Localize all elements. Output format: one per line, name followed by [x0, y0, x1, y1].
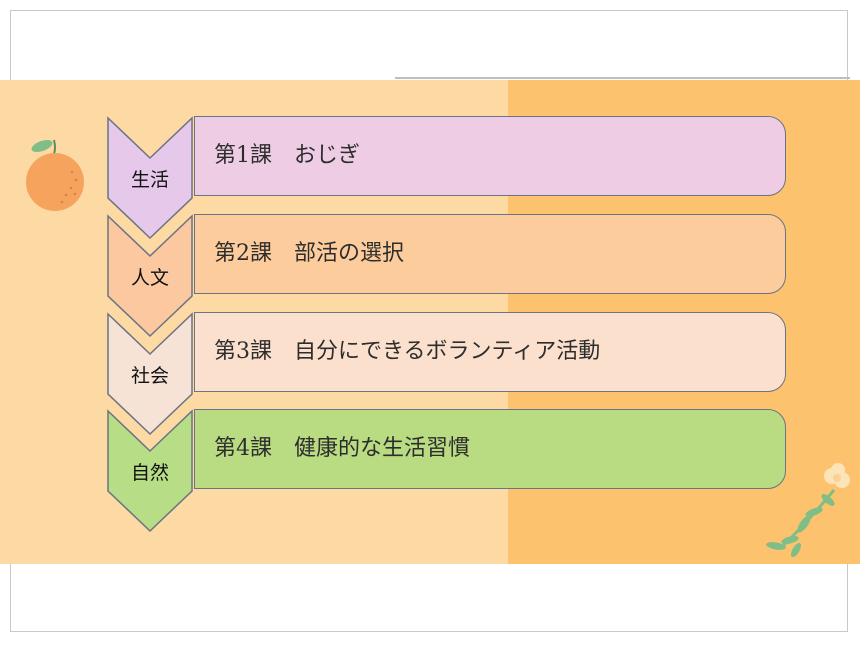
category-label-1: 生活 — [130, 169, 169, 191]
flower-branch-icon — [766, 463, 850, 558]
category-label-3: 社会 — [130, 365, 169, 387]
lesson-title-2: 第2課 部活の選択 — [214, 241, 404, 266]
chevron-1 — [107, 116, 193, 240]
chevron-3 — [107, 312, 193, 436]
lesson-box-2 — [194, 214, 786, 294]
lesson-box-1 — [194, 116, 786, 196]
band-top-line — [395, 77, 850, 79]
chevron-4 — [107, 409, 193, 533]
chevron-2 — [107, 214, 193, 338]
lesson-title-3: 第3課 自分にできるボランティア活動 — [214, 339, 601, 364]
category-label-2: 人文 — [130, 267, 169, 289]
lesson-box-4 — [194, 409, 786, 489]
lesson-title-4: 第4課 健康的な生活習慣 — [214, 436, 470, 461]
category-label-4: 自然 — [130, 462, 169, 484]
orange-fruit-icon — [26, 139, 84, 211]
lesson-box-3 — [194, 312, 786, 392]
lesson-title-1: 第1課 おじぎ — [214, 143, 360, 168]
